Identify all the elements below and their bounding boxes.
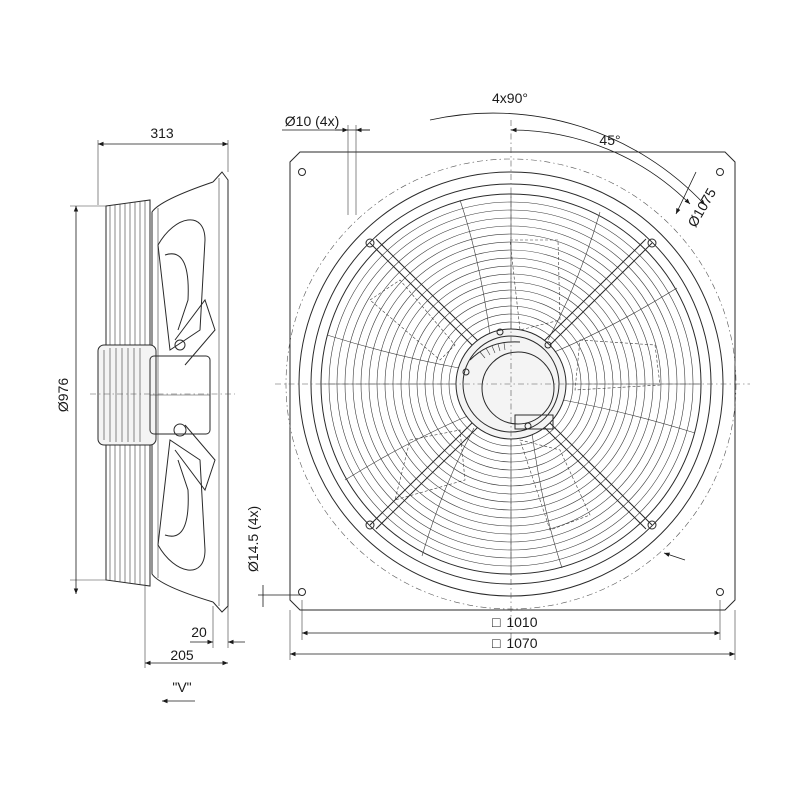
side-view: 313 Ø976 20 205 Ø14.5 (4x) "V" [55,125,300,704]
svg-text:□ 1010: □ 1010 [492,614,538,630]
diameter-side-label: Ø976 [55,378,71,412]
mount-hole [716,168,724,176]
angle-arc-half [510,127,691,205]
front-blades [369,239,661,531]
hole-top-label: Ø10 (4x) [285,113,339,129]
motor-hub [455,328,567,440]
side-flange [212,171,229,613]
flange-label: 20 [191,624,207,640]
mount-hole [298,168,306,176]
svg-text:□ 1070: □ 1070 [492,635,538,651]
angle-half-label: 45° [599,132,620,148]
square-symbol-outer: □ [492,635,501,651]
mount-hole [298,588,306,596]
side-venturi [151,181,214,603]
bolt-circle-label: Ø1075 [684,185,719,230]
side-motor [97,344,211,446]
square-inner-label: 1010 [506,614,537,630]
front-plate [289,151,736,611]
radial-wires [321,194,701,574]
depth-lower-label: 205 [170,647,194,663]
angle-total-label: 4x90° [492,90,528,106]
view-label: "V" [172,679,191,695]
angle-arc-total [429,112,706,206]
depth-label: 313 [150,125,174,141]
square-outer-label: 1070 [506,635,537,651]
support-struts [365,238,657,530]
side-blades [157,219,216,571]
mount-hole [716,588,724,596]
square-symbol-inner: □ [492,614,501,630]
hole-side-label: Ø14.5 (4x) [245,506,261,572]
front-view: Ø10 (4x) 4x90° 45° Ø1075 □ 1010 □ 1070 [275,90,750,660]
